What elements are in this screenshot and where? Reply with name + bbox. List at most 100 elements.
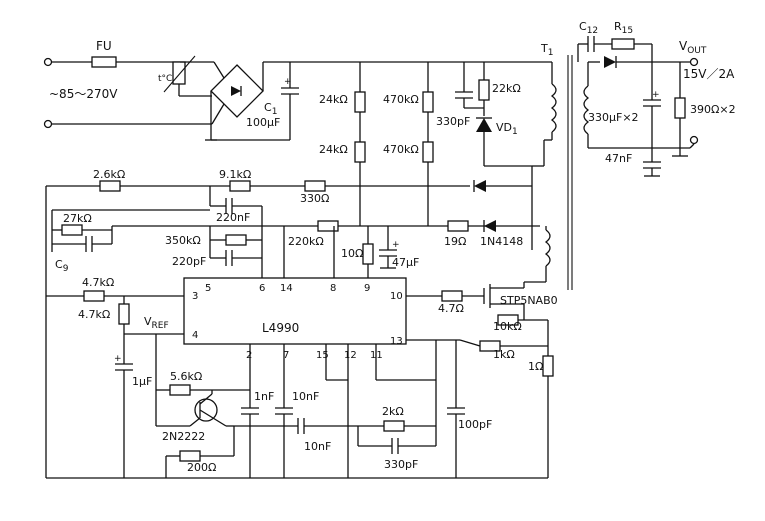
output-terminal-positive [689,57,699,67]
c330p-bottom-label: 330pF [384,458,418,471]
resistor-330 [304,180,326,192]
d1n4148-label: 1N4148 [480,235,523,248]
output-section: + [577,36,699,177]
resistor-470k-bottom [422,141,434,163]
load-resistor-label: 390Ω×2 [690,103,736,116]
resistor-2k [383,420,405,432]
input-voltage-label: ~85～270V [49,87,118,101]
load-resistor [674,97,686,119]
c12-label: C12 [579,20,598,36]
resistor-350k [225,234,247,246]
c220n-label: 220nF [216,211,250,224]
ic-pin-10: 10 [390,291,403,302]
ic-pin-3: 3 [192,291,198,302]
r5-6k-label: 5.6kΩ [170,370,202,383]
ic-body [183,277,407,345]
ic-name-label: L4990 [262,321,299,335]
r24k-top-label: 24kΩ [319,93,348,106]
transformer [532,55,590,290]
r200-label: 200Ω [187,461,216,474]
resistor-2-6k [99,180,121,192]
l4990-ic [183,277,442,345]
r350k-label: 350kΩ [165,234,201,247]
ac-input-terminal-top [43,57,53,67]
c47u-label: 47μF [392,256,419,269]
c1u-label: 1μF [132,375,152,388]
mosfet-label: STP5NAB0 [500,294,558,307]
r2k-label: 2kΩ [382,405,404,418]
output-cap-label: 330μF×2 [588,111,639,124]
c100p-label: 100pF [458,418,492,431]
resistor-9-1k [229,180,251,192]
vd1-label: VD1 [496,121,518,137]
fuse-label: FU [96,39,112,53]
ic-pin-9: 9 [364,283,370,294]
r2-6k-label: 2.6kΩ [93,168,125,181]
control-network: + [45,180,540,478]
resistor-5-6k [169,384,191,396]
r330-label: 330Ω [300,192,329,205]
resistor-220k [317,220,339,232]
hv-rail [290,61,553,250]
r220k-label: 220kΩ [288,235,324,248]
r4-7-label: 4.7Ω [438,302,464,315]
r19-label: 19Ω [444,235,466,248]
ic-pin-13: 13 [390,336,403,347]
r10k-label: 10kΩ [493,320,522,333]
gate-drive [430,281,554,478]
svg-text:+: + [652,90,660,100]
vref-label: VREF [144,315,169,331]
ac-input-terminal-bottom [43,119,53,129]
c220p-label: 220pF [172,255,206,268]
svg-text:+: + [114,354,122,364]
r24k-bottom-label: 24kΩ [319,143,348,156]
c1n-label: 1nF [254,390,274,403]
output-rectifier-diode [604,56,616,68]
sense-resistor-1 [542,355,554,377]
fuse [91,56,117,68]
ic-pin-6: 6 [259,283,265,294]
input-section: + [43,55,299,141]
r15-label: R15 [614,20,633,36]
svg-text:+: + [284,77,292,87]
resistor-10 [362,243,374,265]
timing-network: + [46,290,548,479]
vd1-diode [476,118,492,132]
resistor-470k-top [422,91,434,113]
c330p-snubber-label: 330pF [436,115,470,128]
resistor-24k-top [354,91,366,113]
r470k-top-label: 470kΩ [383,93,419,106]
vout-label: VOUT [679,39,707,56]
thermistor [172,61,186,85]
thermistor-label: t°C [158,74,172,84]
resistor-4-7k-b [118,303,130,325]
c9-label: C9 [55,258,69,274]
resistor-4-7-gate [441,290,463,302]
ic-pin-4: 4 [192,330,198,341]
snubber-resistor-22k [478,79,490,101]
ic-pin-7: 7 [283,350,289,361]
ic-pin-14: 14 [280,283,293,294]
r27k-label: 27kΩ [63,212,92,225]
resistor-24k-bottom [354,141,366,163]
diode-1n4148 [484,220,496,232]
output-terminal-negative [689,135,699,145]
ic-pin-5: 5 [205,283,211,294]
r22k-label: 22kΩ [492,82,521,95]
svg-text:+: + [392,240,400,250]
q-label: 2N2222 [162,430,205,443]
r4-7k-a-label: 4.7kΩ [82,276,114,289]
resistor-19 [447,220,469,232]
ic-pin-12: 12 [344,350,357,361]
r1k-label: 1kΩ [493,348,515,361]
ic-pin-2: 2 [246,350,252,361]
r4-7k-b-label: 4.7kΩ [78,308,110,321]
r1-label: 1Ω [528,360,543,373]
resistor-200 [179,450,201,462]
r10-label: 10Ω [341,247,363,260]
output-spec-label: 15V／2A [683,67,735,81]
feedback-diode [474,180,486,192]
r470k-bottom-label: 470kΩ [383,143,419,156]
resistor-27k [61,224,83,236]
